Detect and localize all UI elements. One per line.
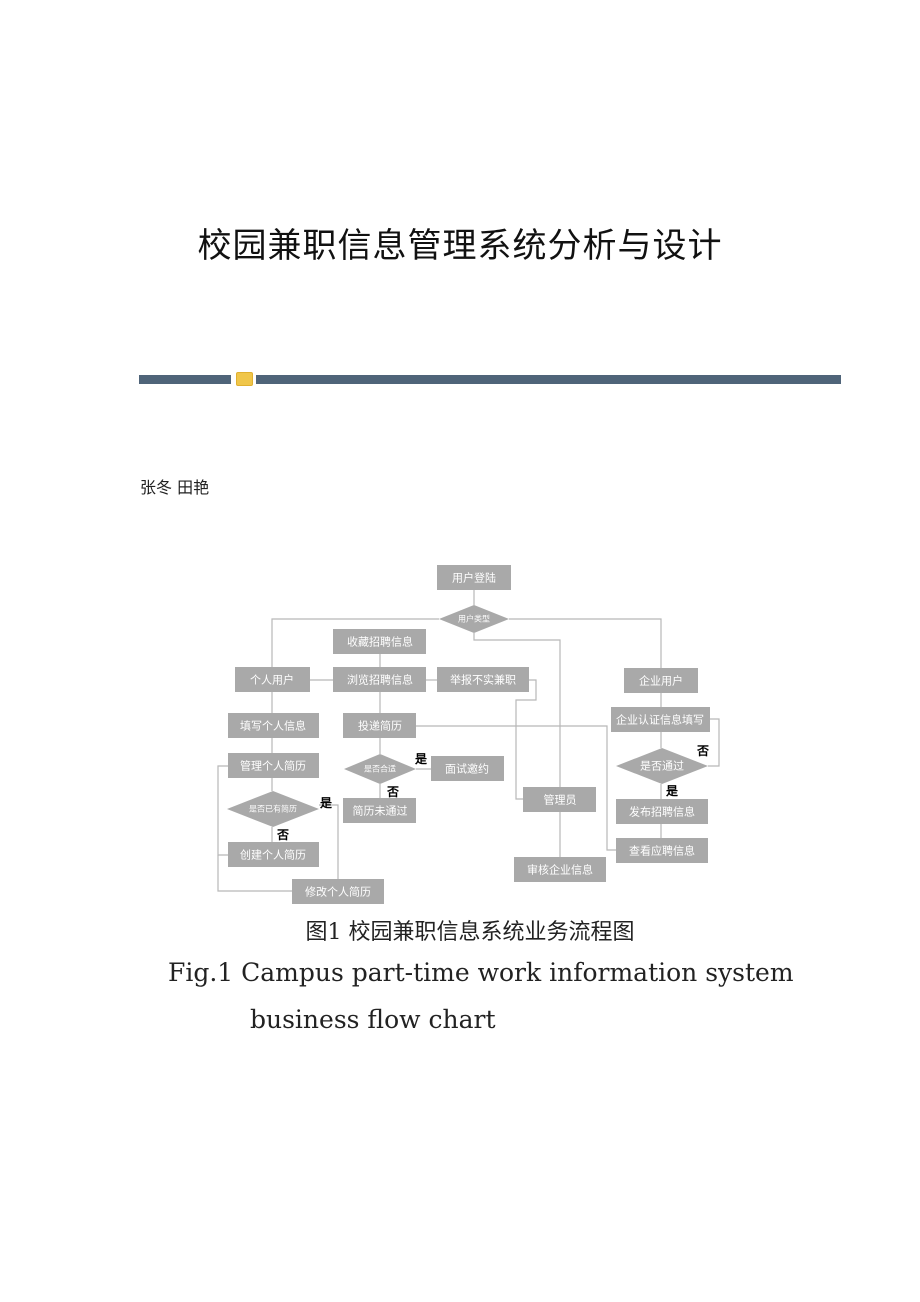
flowchart-label: 管理个人简历 <box>240 759 306 773</box>
flowchart-label: 企业认证信息填写 <box>616 713 704 727</box>
flowchart-label: 填写个人信息 <box>240 719 306 733</box>
flowchart-label: 否 <box>696 744 709 758</box>
box-review-enterprise: 审核企业信息 <box>514 857 606 882</box>
box-modify-resume: 修改个人简历 <box>292 879 384 904</box>
box-submit-resume: 投递简历 <box>343 713 416 738</box>
diamond-user-type: 用户类型 <box>439 605 509 633</box>
flowchart-label: 管理员 <box>544 793 577 807</box>
box-enterprise-user: 企业用户 <box>624 668 698 693</box>
flowchart-label: 投递简历 <box>358 719 402 733</box>
flowchart-label: 是 <box>414 752 428 766</box>
divider-right <box>256 375 841 384</box>
caption-cn: 图1 校园兼职信息系统业务流程图 <box>305 920 635 945</box>
box-manage-resume: 管理个人简历 <box>228 753 319 778</box>
flowchart-label: 否 <box>276 828 289 842</box>
flowchart-label: 发布招聘信息 <box>629 805 695 819</box>
box-report: 举报不实兼职 <box>437 667 529 692</box>
box-interview: 面试邀约 <box>431 756 504 781</box>
box-fill-info: 填写个人信息 <box>228 713 319 738</box>
box-personal-user: 个人用户 <box>235 667 310 692</box>
box-admin: 管理员 <box>523 787 596 812</box>
connectors <box>217 590 720 892</box>
flowchart-label: 是否合适 <box>364 764 396 774</box>
box-view-applications: 查看应聘信息 <box>616 838 708 863</box>
flowchart-label: 举报不实兼职 <box>450 673 516 687</box>
flowchart-label: 简历未通过 <box>353 804 408 818</box>
flowchart-label: 否 <box>386 785 399 799</box>
caption-en-line1: Fig.1 Campus part-time work information … <box>168 958 794 987</box>
box-collect: 收藏招聘信息 <box>333 629 426 654</box>
flowchart-label: 是否通过 <box>640 760 684 773</box>
divider-left <box>139 375 231 384</box>
flowchart-label: 创建个人简历 <box>240 848 306 862</box>
ornament-icon <box>236 372 253 386</box>
box-publish: 发布招聘信息 <box>616 799 708 824</box>
flowchart-label: 查看应聘信息 <box>629 844 695 858</box>
box-enterprise-cert: 企业认证信息填写 <box>611 707 710 732</box>
box-resume-rejected: 简历未通过 <box>343 798 416 823</box>
diamond-has-resume: 是否已有简历 <box>227 791 319 827</box>
diamond-passed: 是否通过 <box>616 748 708 784</box>
box-browse: 浏览招聘信息 <box>333 667 426 692</box>
flowchart-label: 收藏招聘信息 <box>347 635 413 649</box>
flowchart-label: 用户类型 <box>458 614 490 624</box>
diamond-suitable: 是否合适 <box>344 754 416 784</box>
flowchart-label: 是否已有简历 <box>249 804 297 814</box>
authors: 张冬 田艳 <box>140 478 210 497</box>
flowchart-label: 是 <box>319 796 333 810</box>
flowchart-label: 是 <box>665 784 679 798</box>
box-create-resume: 创建个人简历 <box>228 842 319 867</box>
box-login: 用户登陆 <box>437 565 511 590</box>
flowchart-label: 面试邀约 <box>445 762 489 776</box>
flowchart-label: 个人用户 <box>250 673 294 687</box>
flowchart-label: 浏览招聘信息 <box>347 673 413 687</box>
flowchart-label: 企业用户 <box>639 674 683 688</box>
caption-en-line2: business flow chart <box>250 1005 496 1034</box>
flowchart-label: 用户登陆 <box>452 571 496 585</box>
flowchart-label: 修改个人简历 <box>305 885 371 899</box>
flowchart-label: 审核企业信息 <box>527 863 593 877</box>
page-title: 校园兼职信息管理系统分析与设计 <box>197 226 723 266</box>
